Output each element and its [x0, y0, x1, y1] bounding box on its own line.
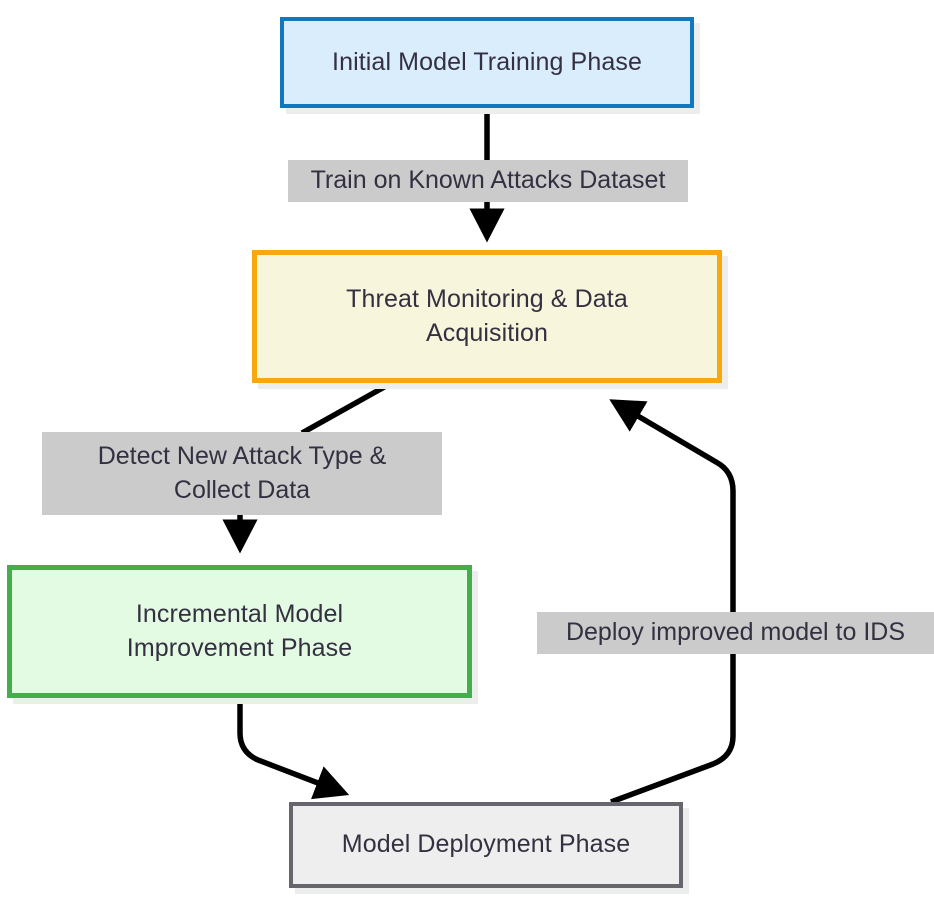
- node-initial-model-training-phase-label: Initial Model Training Phase: [332, 47, 642, 76]
- node-incremental-model-improvement-phase[interactable]: Incremental Model Improvement Phase: [7, 565, 472, 698]
- node-threat-monitoring-data-acquisition[interactable]: Threat Monitoring & Data Acquisition: [252, 250, 722, 383]
- edge-label-train-on-known-attacks-dataset: Train on Known Attacks Dataset: [288, 160, 688, 202]
- edge-label-train-on-known-attacks-dataset-text: Train on Known Attacks Dataset: [310, 166, 666, 195]
- node-incremental-model-improvement-phase-label: Incremental Model Improvement Phase: [126, 599, 353, 662]
- edge-label-detect-new-attack-type-collect-data-text: Detect New Attack Type & Collect Data: [97, 441, 387, 504]
- node-model-deployment-phase[interactable]: Model Deployment Phase: [289, 802, 683, 888]
- edge-label-detect-new-attack-type-collect-data: Detect New Attack Type & Collect Data: [42, 432, 442, 515]
- node-model-deployment-phase-label: Model Deployment Phase: [341, 830, 631, 859]
- edge-label-deploy-improved-model-to-ids-text: Deploy improved model to IDS: [565, 618, 906, 647]
- node-threat-monitoring-data-acquisition-label: Threat Monitoring & Data Acquisition: [346, 284, 628, 347]
- edge-deployment-to-monitoring: [609, 399, 736, 805]
- edge-label-deploy-improved-model-to-ids: Deploy improved model to IDS: [537, 612, 934, 654]
- edge-incremental-to-deployment: [237, 701, 350, 800]
- edge-monitoring-to-detect: [300, 383, 388, 436]
- node-initial-model-training-phase[interactable]: Initial Model Training Phase: [280, 17, 694, 108]
